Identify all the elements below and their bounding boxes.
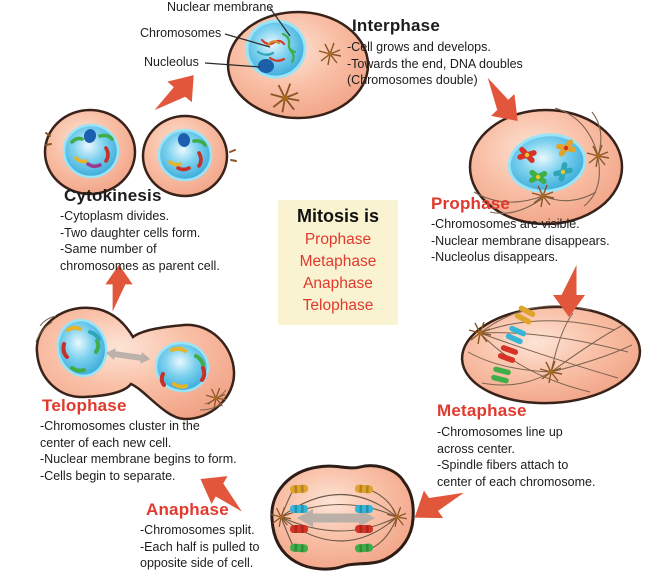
cytokinesis-title: Cytokinesis <box>64 186 162 205</box>
cytokinesis-cells <box>43 108 237 198</box>
telophase-description: -Chromosomes cluster in the center of ea… <box>40 419 237 483</box>
interphase-nucleolus <box>258 59 274 73</box>
telophase-chromosomes <box>61 325 207 389</box>
callout-chromosomes: Chromosomes <box>140 26 222 40</box>
mitosis-summary-box: Mitosis is Prophase Metaphase Anaphase T… <box>278 200 398 325</box>
anaphase-description: -Chromosomes split. -Each half is pulled… <box>140 523 260 570</box>
mitosis-summary-stage: Anaphase <box>303 275 373 292</box>
spindle-fibers <box>467 305 633 393</box>
x-chromosomes <box>515 137 578 186</box>
mitosis-summary-stage: Metaphase <box>299 253 377 270</box>
anaphase-title: Anaphase <box>146 500 229 519</box>
chromatin <box>256 32 297 64</box>
interphase-title: Interphase <box>352 16 440 35</box>
metaphase-description: -Chromosomes line up across center. -Spi… <box>437 425 596 489</box>
callout-nuclear-membrane: Nuclear membrane <box>167 0 274 14</box>
mitosis-summary-title: Mitosis is <box>296 206 380 226</box>
telophase-title: Telophase <box>42 396 127 415</box>
spindle-fibers <box>473 107 602 214</box>
interphase-description: -Cell grows and develops. -Towards the e… <box>347 40 523 87</box>
cytokinesis-description: -Cytoplasm divides. -Two daughter cells … <box>60 209 220 273</box>
mitosis-summary-stage: Prophase <box>304 231 372 248</box>
prophase-description: -Chromosomes are visible. -Nuclear membr… <box>431 217 610 264</box>
prophase-title: Prophase <box>431 194 511 213</box>
metaphase-title: Metaphase <box>437 401 527 420</box>
metaphase-cell <box>460 304 642 405</box>
mitosis-summary-stage: Telophase <box>302 297 374 314</box>
anaphase-cell <box>270 464 415 571</box>
callout-lines <box>204 7 291 68</box>
interphase-cell <box>226 10 370 120</box>
telophase-cell <box>35 306 236 421</box>
callout-nucleolus: Nucleolus <box>144 55 199 69</box>
prophase-cell <box>468 107 624 226</box>
